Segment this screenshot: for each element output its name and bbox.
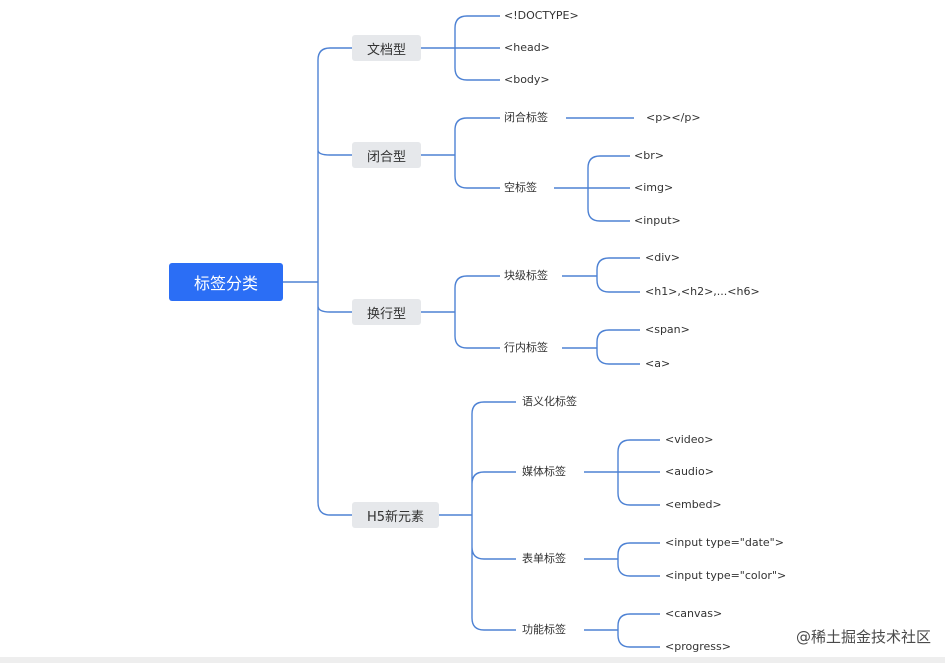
edge-closed <box>421 117 500 189</box>
edge-root-trunk <box>283 47 352 516</box>
node-function-tag[interactable]: 功能标签 <box>522 623 566 636</box>
leaf-p[interactable]: <p></p> <box>646 111 701 124</box>
leaf-a[interactable]: <a> <box>645 357 671 370</box>
edge-linebreak <box>421 275 500 349</box>
leaf-body[interactable]: <body> <box>504 73 550 86</box>
leaf-input-date[interactable]: <input type="date"> <box>665 536 784 549</box>
edge-inline <box>562 329 640 365</box>
edge-function <box>584 613 660 648</box>
node-empty-tag[interactable]: 空标签 <box>504 181 537 194</box>
leaf-embed[interactable]: <embed> <box>665 498 722 511</box>
source-watermark: @稀土掘金技术社区 <box>795 628 931 646</box>
leaf-headings[interactable]: <h1>,<h2>,...<h6> <box>645 285 760 298</box>
edge-h5 <box>439 401 516 631</box>
edge-empty-tag <box>554 155 630 222</box>
leaf-br[interactable]: <br> <box>634 149 664 162</box>
leaf-doctype[interactable]: <!DOCTYPE> <box>504 9 579 22</box>
node-media-tag[interactable]: 媒体标签 <box>522 465 566 478</box>
leaf-canvas[interactable]: <canvas> <box>665 607 723 620</box>
node-block-tag[interactable]: 块级标签 <box>504 269 548 282</box>
edge-doc <box>421 15 500 81</box>
edge-form <box>584 542 660 577</box>
group-node-linebreak[interactable]: 换行型 <box>352 299 421 325</box>
leaf-span[interactable]: <span> <box>645 323 690 336</box>
leaf-input-color[interactable]: <input type="color"> <box>665 569 787 582</box>
root-node[interactable]: 标签分类 <box>169 263 283 301</box>
leaf-img[interactable]: <img> <box>634 181 674 194</box>
leaf-video[interactable]: <video> <box>665 433 714 446</box>
group-node-closed[interactable]: 闭合型 <box>352 142 421 168</box>
leaf-input[interactable]: <input> <box>634 214 681 227</box>
leaf-audio[interactable]: <audio> <box>665 465 714 478</box>
leaf-head[interactable]: <head> <box>504 41 550 54</box>
node-closed-tag[interactable]: 闭合标签 <box>504 111 548 124</box>
leaf-progress[interactable]: <progress> <box>665 640 731 653</box>
node-semantic-tag[interactable]: 语义化标签 <box>522 395 577 408</box>
group-node-h5[interactable]: H5新元素 <box>352 502 439 528</box>
leaf-div[interactable]: <div> <box>645 251 680 264</box>
edge-media <box>584 439 660 506</box>
node-inline-tag[interactable]: 行内标签 <box>504 341 548 354</box>
node-form-tag[interactable]: 表单标签 <box>522 552 566 565</box>
edge-block <box>562 257 640 293</box>
group-node-document[interactable]: 文档型 <box>352 35 421 61</box>
bottom-bar <box>0 657 945 663</box>
